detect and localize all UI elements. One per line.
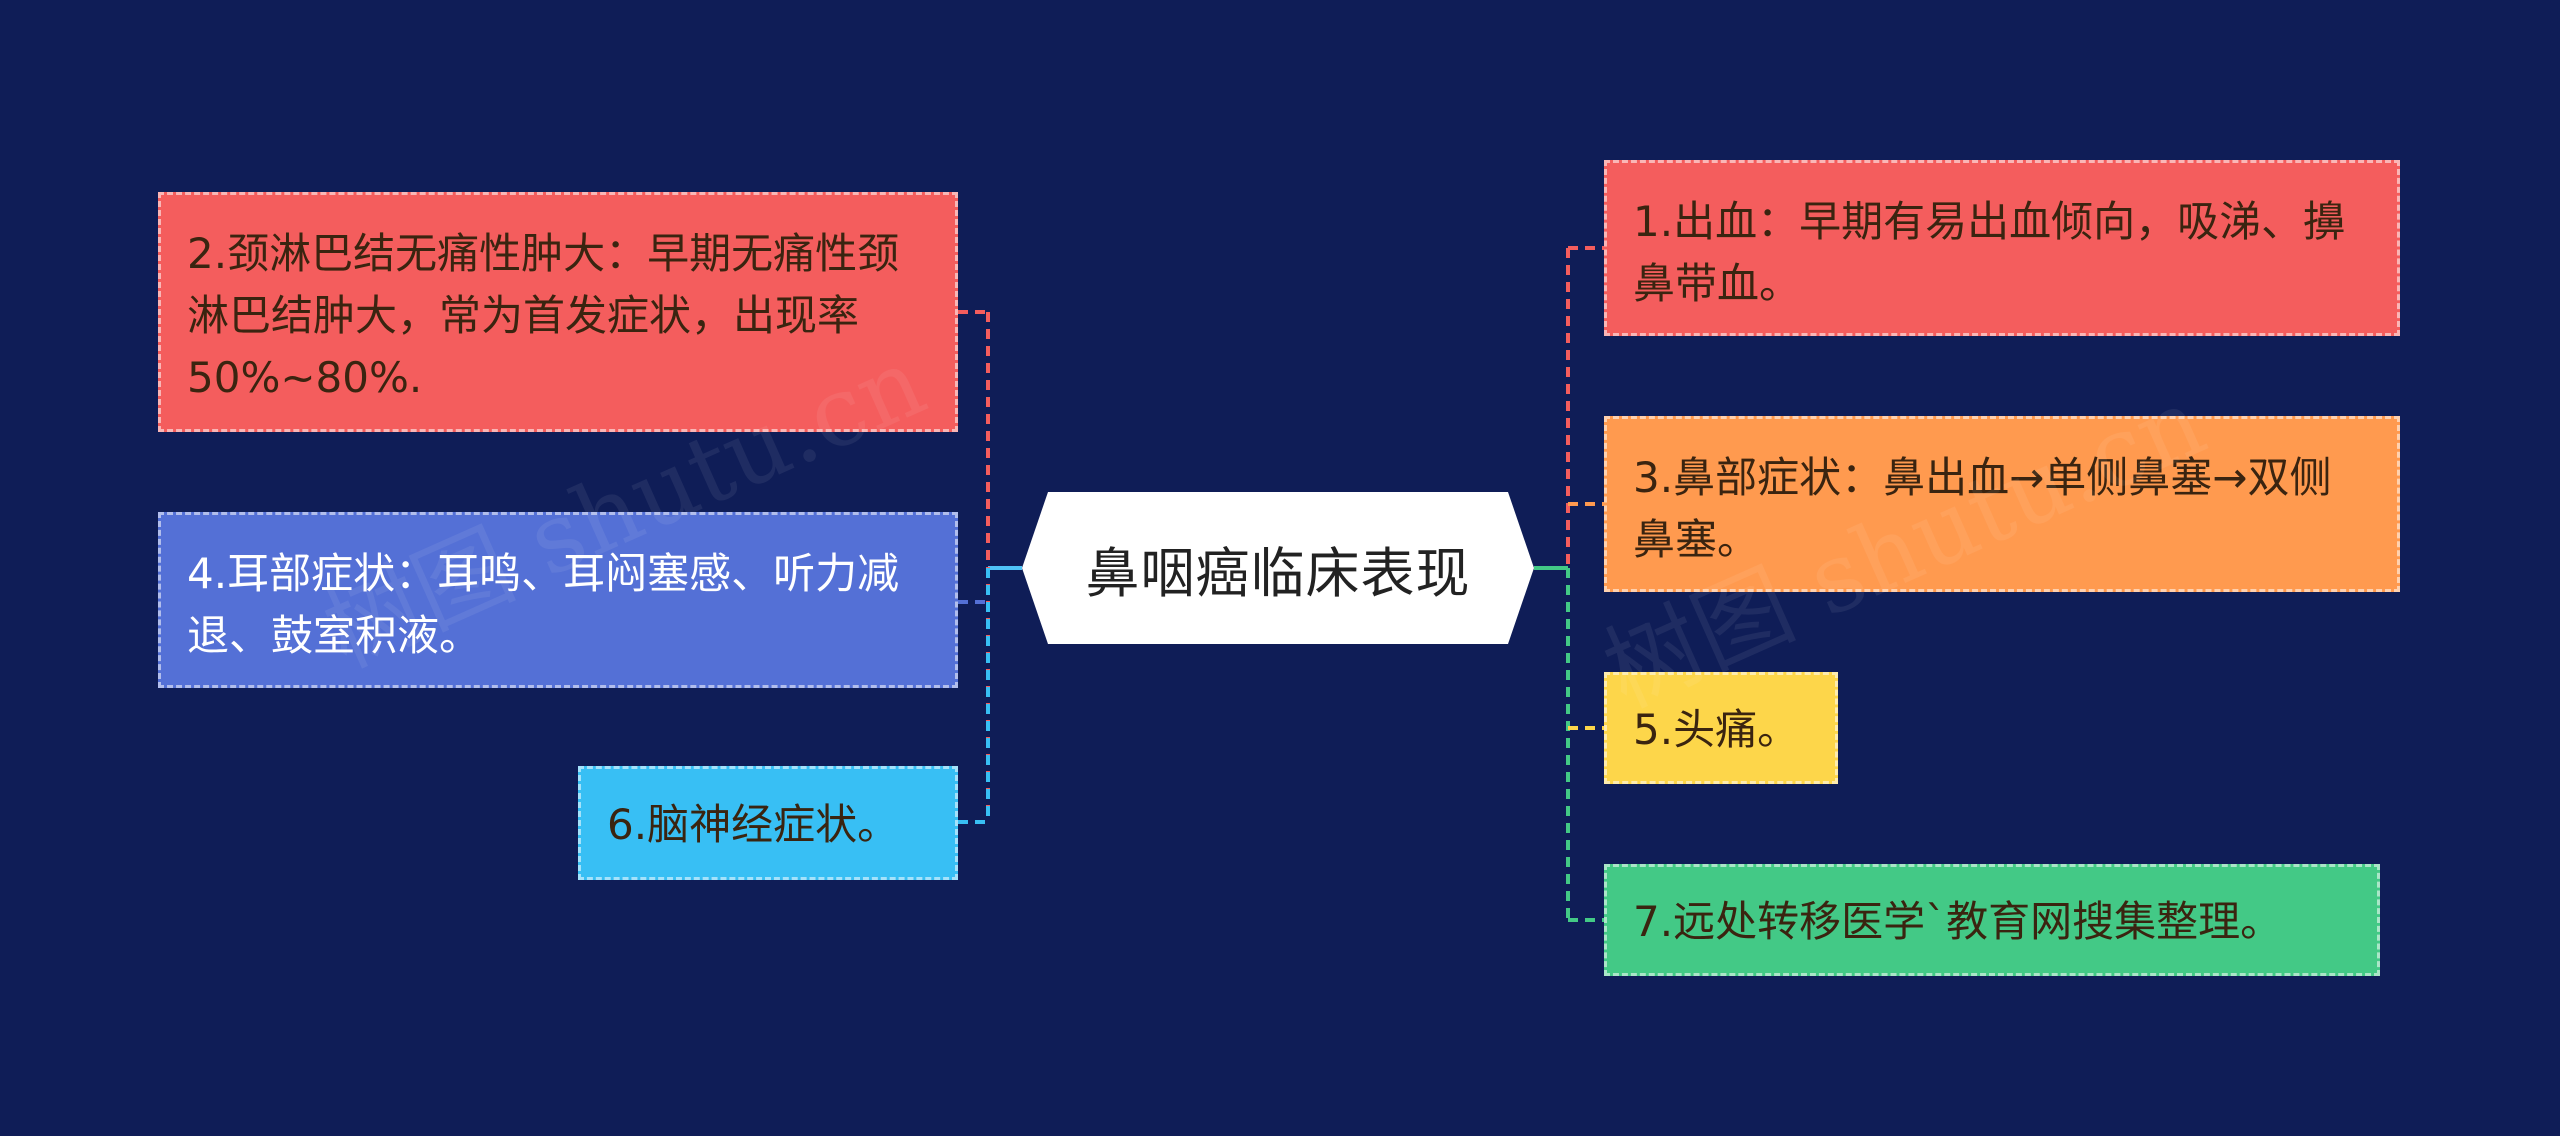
root-node[interactable]: 鼻咽癌临床表现 xyxy=(1022,492,1534,644)
root-label: 鼻咽癌临床表现 xyxy=(1085,541,1471,605)
node-bleeding[interactable]: 1.出血：早期有易出血倾向，吸涕、擤鼻带血。 xyxy=(1604,160,2400,336)
node-bleeding-text: 1.出血：早期有易出血倾向，吸涕、擤鼻带血。 xyxy=(1633,197,2346,308)
node-cervical-lymph[interactable]: 2.颈淋巴结无痛性肿大：早期无痛性颈淋巴结肿大，常为首发症状，出现率50%~80… xyxy=(158,192,958,432)
node-nasal-symptoms-text: 3.鼻部症状：鼻出血→单侧鼻塞→双侧鼻塞。 xyxy=(1633,453,2332,564)
node-nasal-symptoms[interactable]: 3.鼻部症状：鼻出血→单侧鼻塞→双侧鼻塞。 xyxy=(1604,416,2400,592)
node-ear-symptoms-text: 4.耳部症状：耳鸣、耳闷塞感、听力减退、鼓室积液。 xyxy=(187,549,900,660)
node-metastasis[interactable]: 7.远处转移医学`教育网搜集整理。 xyxy=(1604,864,2380,976)
node-cranial-nerve-text: 6.脑神经症状。 xyxy=(607,800,900,849)
node-cervical-lymph-text: 2.颈淋巴结无痛性肿大：早期无痛性颈淋巴结肿大，常为首发症状，出现率50%~80… xyxy=(187,229,900,402)
node-headache[interactable]: 5.头痛。 xyxy=(1604,672,1838,784)
node-metastasis-text: 7.远处转移医学`教育网搜集整理。 xyxy=(1633,897,2283,946)
node-headache-text: 5.头痛。 xyxy=(1633,705,1800,754)
node-cranial-nerve[interactable]: 6.脑神经症状。 xyxy=(578,766,958,880)
node-ear-symptoms[interactable]: 4.耳部症状：耳鸣、耳闷塞感、听力减退、鼓室积液。 xyxy=(158,512,958,688)
